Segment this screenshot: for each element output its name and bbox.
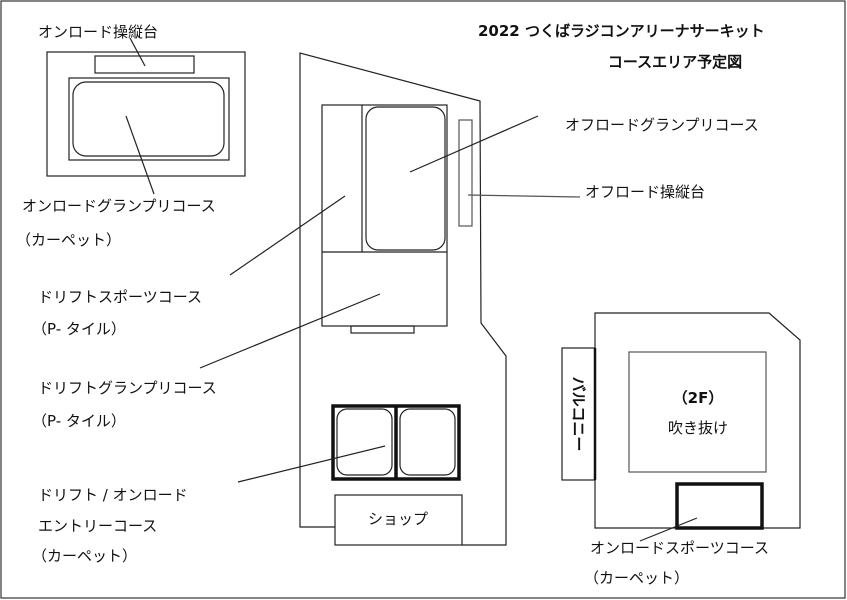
label-offroad-driver-stand: オフロード操縦台	[585, 183, 705, 201]
label-entry-course-line2: エントリーコース	[38, 517, 157, 535]
title-line1: 2022 つくばラジコンアリーナサーキット	[478, 22, 765, 40]
second-floor-area	[561, 312, 801, 542]
label-floor: （2F）	[673, 389, 724, 407]
label-shop: ショップ	[368, 510, 428, 528]
label-onroad-sports-surface: （カーペット）	[584, 569, 689, 587]
onroad-gp-area	[46, 37, 246, 195]
offroad-driver-stand	[458, 119, 473, 227]
label-balcony: バルコニー	[570, 377, 588, 452]
label-drift-gp-surface: （P- タイル）	[32, 412, 126, 430]
label-offroad-gp-course: オフロードグランプリコース	[565, 116, 759, 134]
label-drift-gp-course: ドリフトグランプリコース	[38, 379, 217, 397]
offroad-gp-track	[365, 106, 446, 251]
shop-area	[334, 494, 463, 546]
label-drift-sports-surface: （P- タイル）	[32, 320, 126, 338]
title-line2: コースエリア予定図	[608, 53, 742, 71]
onroad-driver-stand	[94, 55, 195, 74]
label-onroad-driver-stand: オンロード操縦台	[38, 23, 158, 41]
drift-driver-stand	[350, 325, 415, 334]
onroad-sports-track	[675, 482, 764, 530]
atrium	[628, 351, 767, 473]
label-drift-sports-course: ドリフトスポーツコース	[38, 288, 202, 306]
label-entry-course-surface: （カーペット）	[32, 547, 137, 565]
main-building	[199, 52, 581, 546]
onroad-gp-track	[72, 81, 225, 157]
label-onroad-sports-course: オンロードスポーツコース	[590, 539, 769, 557]
label-onroad-gp-course: オンロードグランプリコース	[22, 197, 216, 215]
label-entry-course-line1: ドリフト / オンロード	[38, 486, 188, 504]
label-onroad-gp-surface: （カーペット）	[16, 231, 121, 249]
label-atrium: 吹き抜け	[668, 419, 728, 437]
